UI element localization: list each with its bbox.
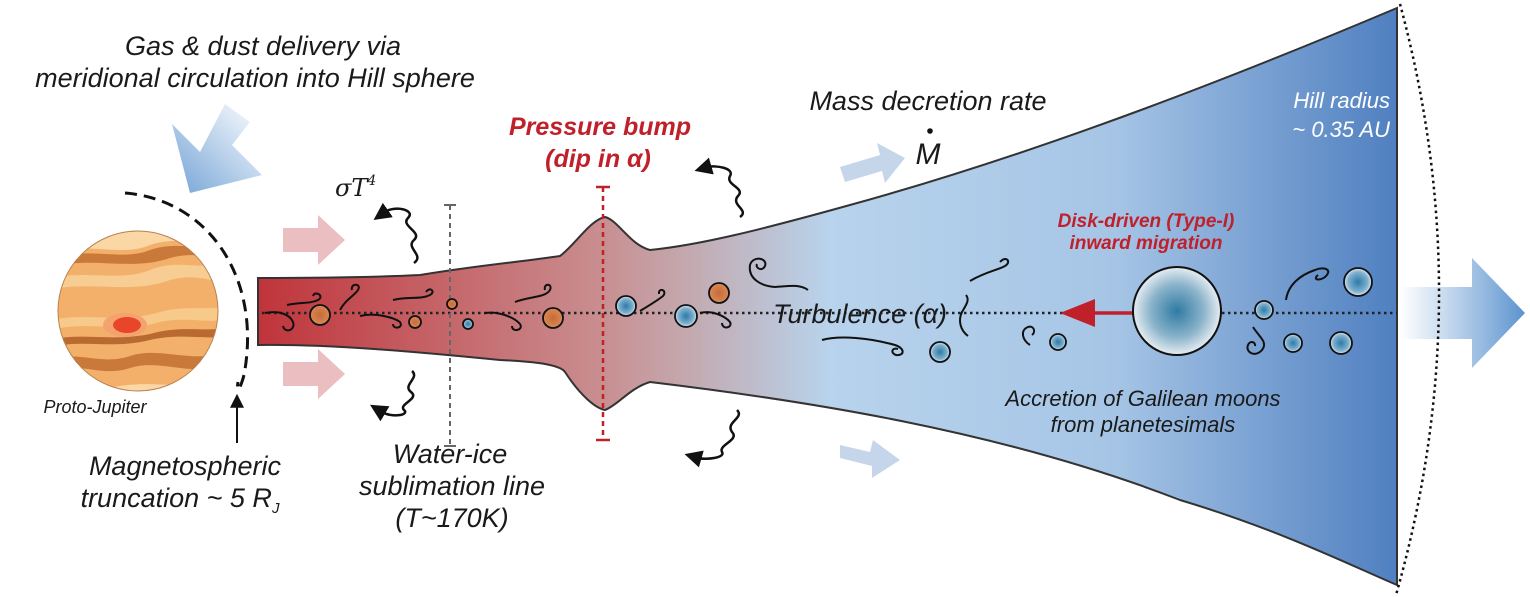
icy-particle — [1283, 333, 1303, 353]
radiation-arrow-icon — [373, 202, 419, 265]
inflow-arrow-top-icon — [283, 215, 345, 265]
icy-particle — [1329, 331, 1353, 355]
icy-particle — [1049, 333, 1067, 351]
turbulence-label: Turbulence (α) — [773, 299, 947, 329]
eddy-icon — [959, 294, 969, 337]
galilean-moon-icon — [1132, 266, 1222, 356]
accretion-label-1: Accretion of Galilean moons — [1003, 386, 1280, 411]
inflow-arrow-bottom-icon — [283, 349, 345, 399]
magnetosphere-boundary — [124, 191, 250, 391]
migration-label-1: Disk-driven (Type-I) — [1058, 211, 1235, 232]
hill-sphere-boundary — [1394, 3, 1441, 596]
icy-particle — [929, 341, 951, 363]
infall-arrow-icon — [172, 104, 262, 193]
mdot-label: M — [916, 138, 941, 171]
eddy-icon — [1285, 267, 1330, 301]
accretion-label-2: from planetesimals — [1051, 412, 1236, 437]
magneto-label-2: truncation ~ 5 RJ — [81, 483, 280, 517]
water-ice-label-1: Water-ice — [393, 439, 508, 469]
eddy-icon — [264, 311, 295, 332]
icy-particle — [674, 304, 698, 328]
proto-jupiter-icon — [57, 230, 219, 392]
radiation-arrow-icon — [684, 409, 741, 468]
rocky-particle — [708, 282, 730, 304]
pressure-bump-line — [596, 185, 610, 442]
rocky-particle — [408, 315, 422, 329]
migration-label-2: inward migration — [1069, 233, 1222, 254]
rocky-particle — [542, 307, 564, 329]
water-ice-line — [444, 204, 456, 447]
eddy-icon — [1246, 326, 1266, 355]
eddy-icon — [339, 283, 360, 311]
gas-delivery-label-2: meridional circulation into Hill sphere — [35, 63, 475, 93]
pressure-bump-label-2: (dip in α) — [545, 145, 651, 173]
icy-particle — [1343, 267, 1373, 297]
hill-radius-label-1: Hill radius — [1293, 88, 1390, 113]
water-ice-label-3: (T~170K) — [395, 503, 508, 533]
migration-arrow-icon — [1060, 299, 1095, 327]
eddy-icon — [1022, 325, 1036, 346]
eddy-icon — [748, 257, 809, 291]
radiation-arrow-icon — [369, 370, 416, 422]
eddy-icon — [286, 292, 322, 306]
eddy-icon — [359, 313, 402, 329]
hill-radius-label-2: ~ 0.35 AU — [1292, 117, 1390, 142]
mdot-dot — [927, 128, 933, 134]
water-ice-label-2: sublimation line — [359, 471, 545, 501]
eddy-icon — [699, 311, 732, 329]
turbulence-eddies — [264, 257, 1330, 357]
mass-decretion-label: Mass decretion rate — [809, 86, 1046, 116]
eddy-icon — [484, 311, 522, 332]
icy-particle — [1254, 300, 1274, 320]
pressure-bump-label-1: Pressure bump — [509, 113, 691, 141]
eddy-icon — [821, 336, 904, 357]
rocky-particle — [446, 298, 458, 310]
magneto-label-1: Magnetospheric — [89, 451, 282, 481]
radiation-arrow-icon — [694, 157, 745, 219]
circumplanetary-disk — [257, 6, 1398, 587]
decretion-arrow-top-icon — [840, 143, 905, 183]
particles-layer — [309, 266, 1373, 363]
eddy-icon — [969, 258, 1010, 282]
outflow-arrow-icon — [1400, 258, 1525, 368]
eddy-icon — [639, 288, 666, 312]
proto-jupiter-label: Proto-Jupiter — [43, 397, 147, 417]
icy-particle — [462, 318, 474, 330]
decretion-arrow-bottom-icon — [840, 440, 900, 478]
gas-delivery-label-1: Gas & dust delivery via — [125, 31, 401, 61]
icy-particle — [615, 295, 637, 317]
eddy-icon — [392, 288, 434, 301]
sigma-t4-label: σT4 — [335, 173, 376, 202]
eddy-icon — [514, 283, 552, 303]
rocky-particle — [309, 304, 331, 326]
